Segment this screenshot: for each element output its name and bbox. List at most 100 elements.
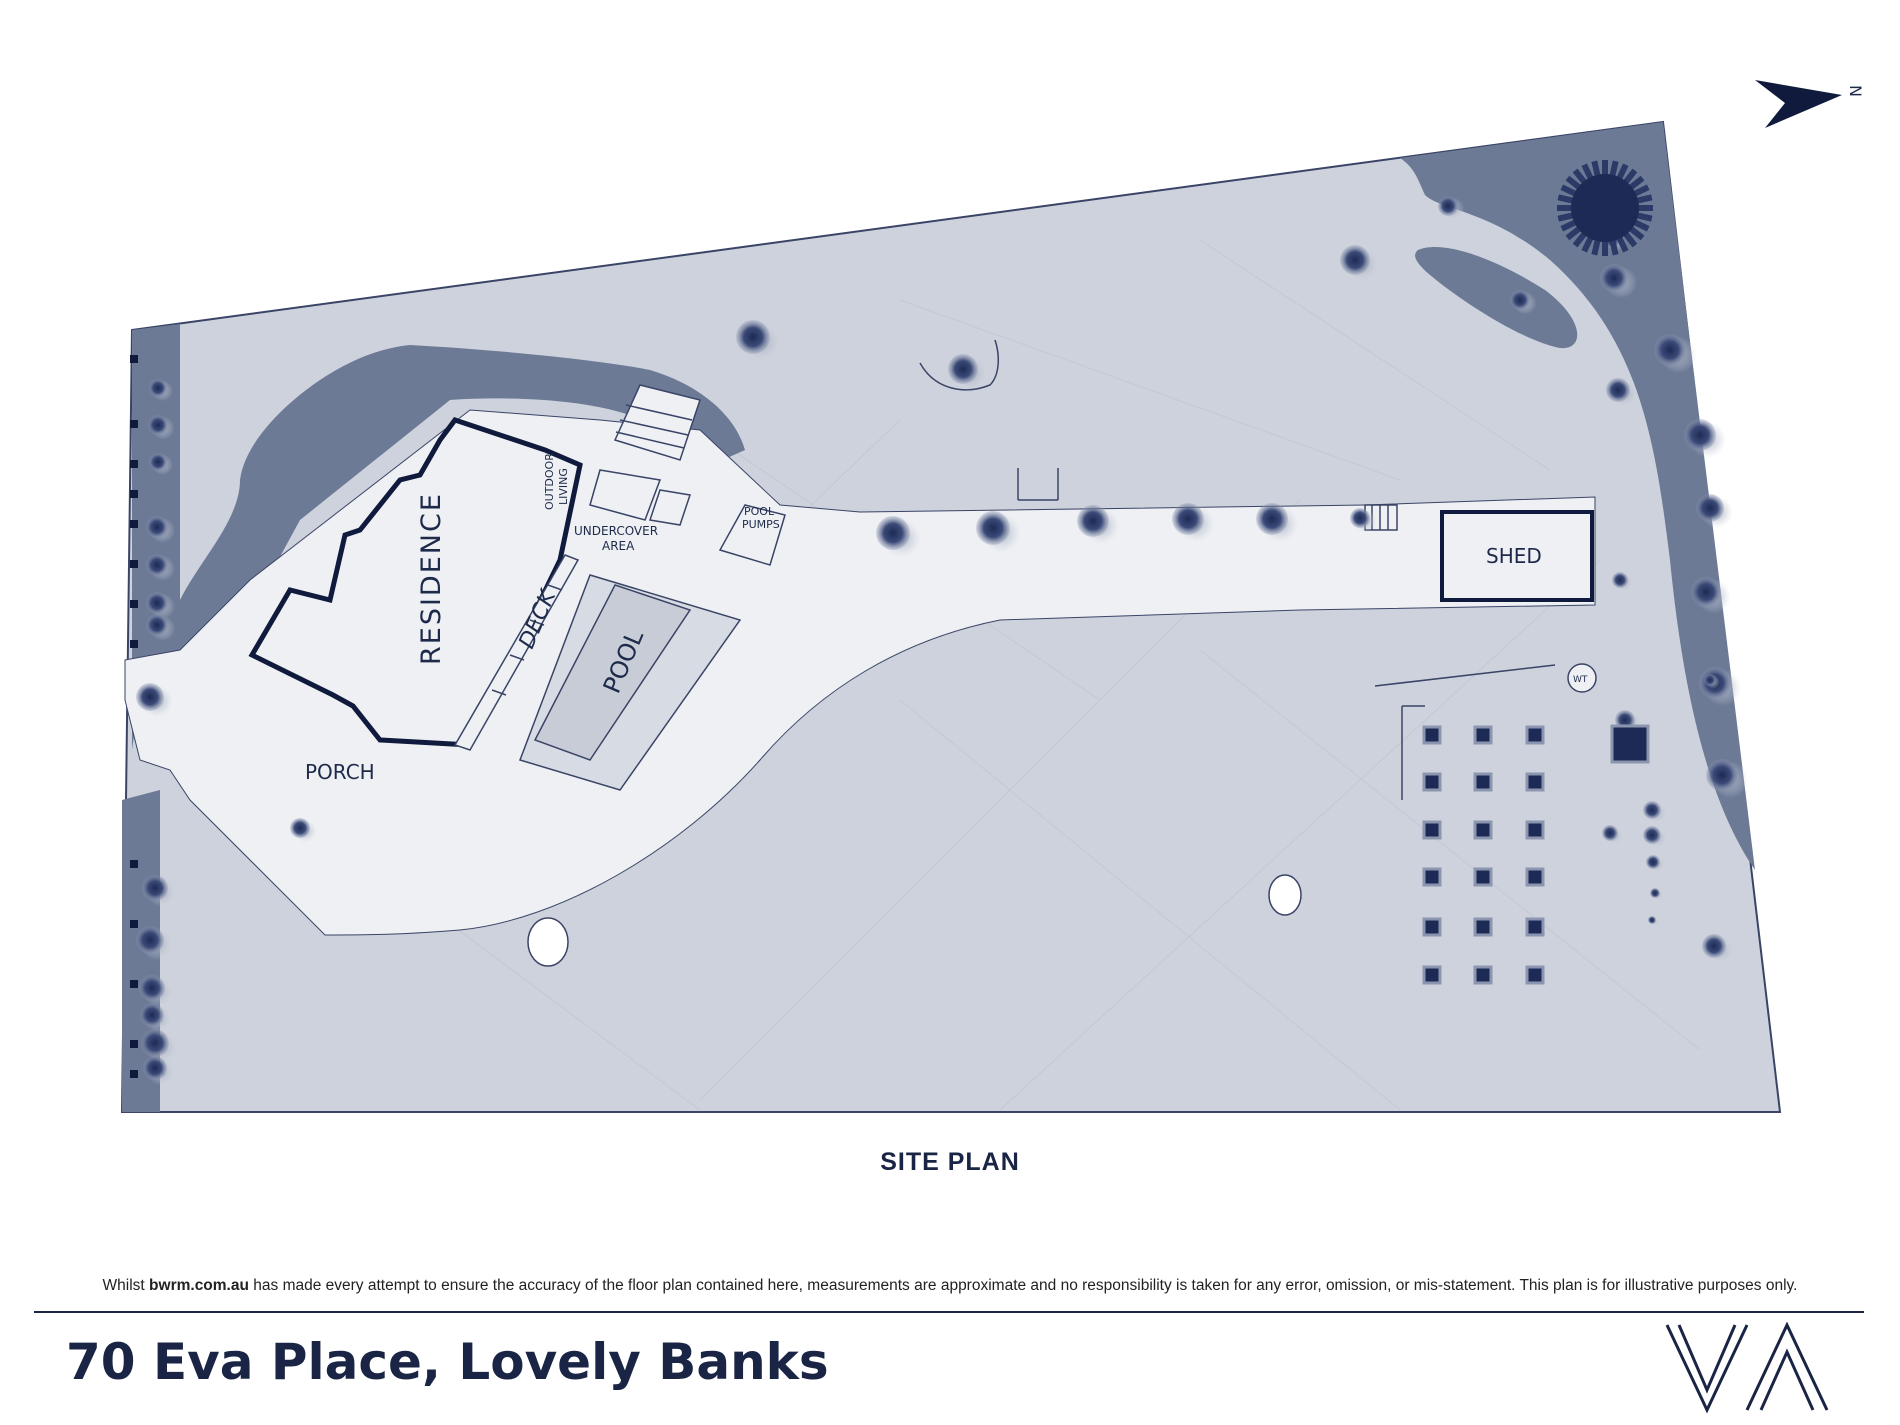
gate-marks [919,339,1556,800]
tree-icon [142,875,168,901]
tree-icon [1340,245,1370,275]
planter-box-icon [1610,724,1650,764]
residence-label: RESIDENCE [416,492,447,665]
tree-icon [136,683,164,711]
tree-icon [1706,759,1738,791]
tree-icon [1704,674,1716,686]
tree-icon [140,1003,164,1027]
tree-icon [146,554,168,576]
orchard-tree-icon [1525,917,1545,937]
water-tank [1567,663,1597,693]
orchard-tree-icon [1525,772,1545,792]
tree-icon [1691,577,1721,607]
tree-icon [149,379,167,397]
tree-icon [736,320,770,354]
tree-icon [146,592,168,614]
fence-post [130,1070,138,1078]
tree-icon [976,511,1010,545]
tree-icon [1606,378,1630,402]
tree-icon [1646,855,1660,869]
orchard-tree-icon [1422,725,1442,745]
large-tree-icon [1557,160,1653,256]
disclaimer-prefix: Whilst [102,1277,150,1294]
tree-icon [1172,503,1204,535]
fence-post [130,980,138,988]
fence-post [130,490,138,498]
tree-icon [1256,503,1288,535]
tree-icon [1643,801,1661,819]
site-plan-title: SITE PLAN [880,1148,1020,1176]
tree-icon [136,926,164,954]
outdoor-living-label-1: OUTDOOR [543,453,556,510]
orchard-tree-icon [1422,820,1442,840]
fence-post [130,355,138,363]
boulder [1268,874,1302,916]
porch-label: PORCH [305,760,375,784]
orchard-tree-icon [1422,772,1442,792]
orchard-tree-icon [1525,965,1545,985]
orchard-tree-icon [1473,820,1493,840]
footer-divider [34,1311,1864,1313]
orchard-tree-icon [1422,917,1442,937]
tree-icon [1650,888,1660,898]
tree-icon [1350,508,1370,528]
tree-icon [876,516,910,550]
orchard-tree-icon [1422,965,1442,985]
deck [453,554,580,751]
pool-pumps-label-2: PUMPS [742,518,780,531]
tree-icon [290,818,310,838]
tree-icon [146,614,168,636]
pool-basin [533,584,692,761]
fence-post [130,600,138,608]
tree-icon [1696,494,1724,522]
pool-pumps-label-1: POOL [744,505,775,518]
fence-posts [130,355,138,1078]
tree-icon [1438,196,1458,216]
fence-post [130,1040,138,1048]
undercover-fixtures [589,469,786,566]
tree-icon [1077,505,1109,537]
tree-icon [1612,572,1628,588]
tree-icon [139,975,165,1001]
fence-post [130,860,138,868]
orchard-tree-icon [1473,965,1493,985]
tree-icon [1643,826,1661,844]
outdoor-living-label-2: LIVING [557,468,570,505]
tree-icon [1654,334,1686,366]
boulder [527,917,569,967]
water-tank-label: WT [1573,675,1588,685]
orchard-tree-icon [1473,725,1493,745]
tree-icon [146,516,168,538]
tree-icon [149,453,167,471]
shed-label: SHED [1486,544,1542,568]
disclaimer-suffix: has made every attempt to ensure the acc… [248,1277,1798,1294]
fence-post [130,420,138,428]
tree-icon [1510,290,1530,310]
orchard [1422,724,1650,985]
fence-post [130,640,138,648]
north-arrow-icon [1755,80,1842,128]
tree-icon [141,1029,169,1057]
property-address: 70 Eva Place, Lovely Banks [66,1333,829,1391]
orchard-tree-icon [1422,867,1442,887]
shed [1440,510,1594,602]
orchard-tree-icon [1525,820,1545,840]
trees [136,160,1749,1086]
residence-outline [248,417,583,748]
tree-icon [1648,916,1656,924]
orchard-tree-icon [1473,772,1493,792]
tree-icon [1600,264,1628,292]
fence-post [130,560,138,568]
fence-post [130,920,138,928]
disclaimer: Whilst bwrm.com.au has made every attemp… [0,1277,1900,1295]
va-logo [1665,1322,1829,1414]
orchard-tree-icon [1473,917,1493,937]
orchard-tree-icon [1525,867,1545,887]
north-label: N [1846,85,1865,97]
fence-post [130,520,138,528]
stairs [613,384,1398,531]
disclaimer-site: bwrm.com.au [149,1277,249,1294]
orchard-tree-icon [1525,725,1545,745]
tree-icon [1602,825,1618,841]
